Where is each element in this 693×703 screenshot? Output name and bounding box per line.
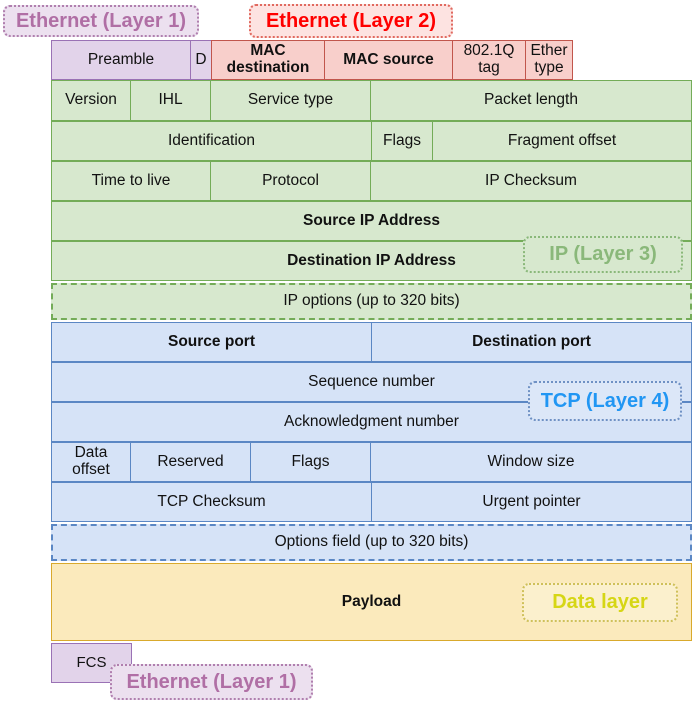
field-tcp-reserved: Reserved	[130, 442, 251, 482]
field-vlan-802-1q-tag: 802.1Q tag	[452, 40, 526, 80]
field-tcp-urgent-pointer: Urgent pointer	[371, 482, 692, 522]
field-start-frame-delimiter: D	[190, 40, 212, 80]
field-mac-source: MAC source	[324, 40, 453, 80]
field-source-ip-address: Source IP Address	[51, 201, 692, 241]
field-tcp-data-offset: Data offset	[51, 442, 131, 482]
field-ip-packet-length: Packet length	[370, 80, 692, 121]
badge-ethernet-layer1-top: Ethernet (Layer 1)	[3, 5, 199, 37]
field-preamble: Preamble	[51, 40, 191, 80]
badge-ethernet-layer2: Ethernet (Layer 2)	[249, 4, 453, 38]
field-tcp-window-size: Window size	[370, 442, 692, 482]
field-mac-destination: MAC destination	[211, 40, 325, 80]
field-ip-flags: Flags	[371, 121, 433, 161]
field-ip-options: IP options (up to 320 bits)	[51, 283, 692, 320]
badge-data-layer: Data layer	[522, 583, 678, 622]
field-ip-checksum: IP Checksum	[370, 161, 692, 201]
badge-ip-layer3: IP (Layer 3)	[523, 236, 683, 273]
field-ip-identification: Identification	[51, 121, 372, 161]
field-ip-time-to-live: Time to live	[51, 161, 211, 201]
field-ip-service-type: Service type	[210, 80, 371, 121]
field-ip-protocol: Protocol	[210, 161, 371, 201]
field-tcp-options: Options field (up to 320 bits)	[51, 524, 692, 561]
field-tcp-destination-port: Destination port	[371, 322, 692, 362]
field-tcp-acknowledgment-number: Acknowledgment number	[51, 402, 692, 442]
field-ip-fragment-offset: Fragment offset	[432, 121, 692, 161]
badge-tcp-layer4: TCP (Layer 4)	[528, 381, 682, 421]
field-tcp-source-port: Source port	[51, 322, 372, 362]
field-ip-ihl: IHL	[130, 80, 211, 121]
field-ip-version: Version	[51, 80, 131, 121]
field-tcp-checksum: TCP Checksum	[51, 482, 372, 522]
field-tcp-flags: Flags	[250, 442, 371, 482]
field-ether-type: Ether type	[525, 40, 573, 80]
badge-ethernet-layer1-bottom: Ethernet (Layer 1)	[110, 664, 313, 700]
